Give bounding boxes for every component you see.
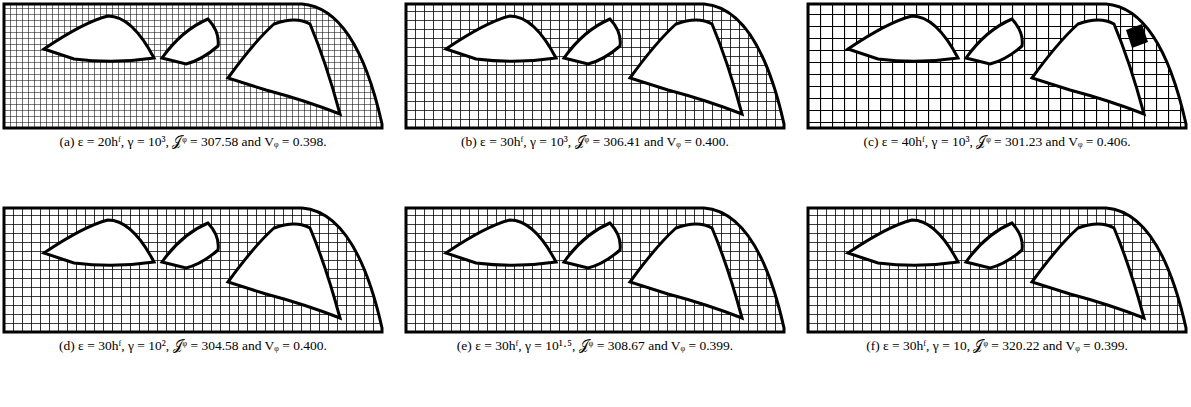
subfigure-caption: (f) ε = 30hᶠ, γ = 10, 𝒥ᵠ = 320.22 and Vᵩ… xyxy=(808,338,1186,354)
beam-a xyxy=(4,4,382,128)
subfigure-caption: (b) ε = 30hᶠ, γ = 10³, 𝒥ᵠ = 306.41 and V… xyxy=(406,134,784,150)
beam-e xyxy=(406,208,784,332)
beam-b xyxy=(406,4,784,128)
subfigure-caption: (a) ε = 20hᶠ, γ = 10³, 𝒥ᵠ = 307.58 and V… xyxy=(4,134,382,150)
beam-c xyxy=(808,4,1186,128)
subfigure-caption: (e) ε = 30hᶠ, γ = 10¹·⁵, 𝒥ᵠ = 308.67 and… xyxy=(406,338,784,354)
beam-f xyxy=(808,208,1186,332)
subfigure-caption: (d) ε = 30hᶠ, γ = 10², 𝒥ᵠ = 304.58 and V… xyxy=(4,338,382,354)
subfigure-caption: (c) ε = 40hᶠ, γ = 10³, 𝒥ᵠ = 301.23 and V… xyxy=(808,134,1186,150)
beam-d xyxy=(4,208,382,332)
